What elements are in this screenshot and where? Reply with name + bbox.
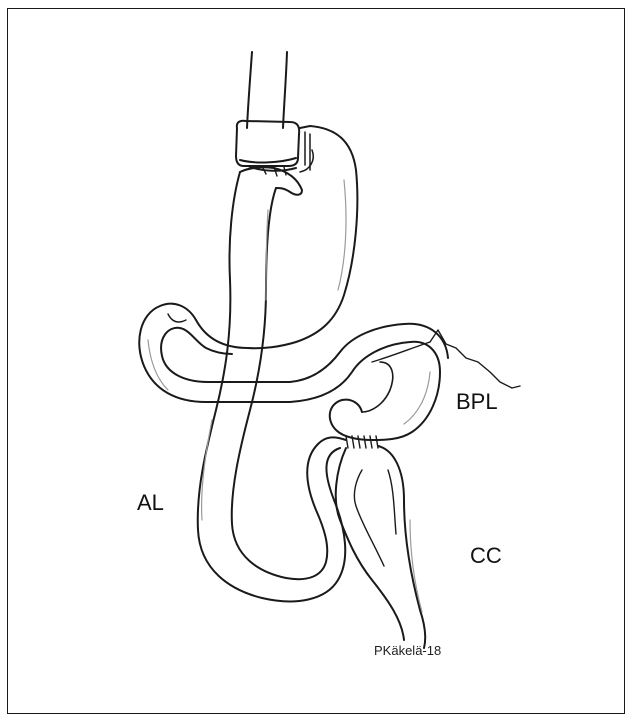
label-common-channel: CC [470,545,502,567]
biliopancreatic-limb [240,324,448,440]
label-alimentary-limb: AL [137,492,164,514]
artist-signature: PKäkelä-18 [374,643,441,658]
mesentery-lines [372,330,520,388]
duodenum [139,304,248,402]
alimentary-limb [198,167,346,601]
esophagus [247,52,287,128]
common-channel [336,446,425,648]
label-biliopancreatic-limb: BPL [456,391,498,413]
